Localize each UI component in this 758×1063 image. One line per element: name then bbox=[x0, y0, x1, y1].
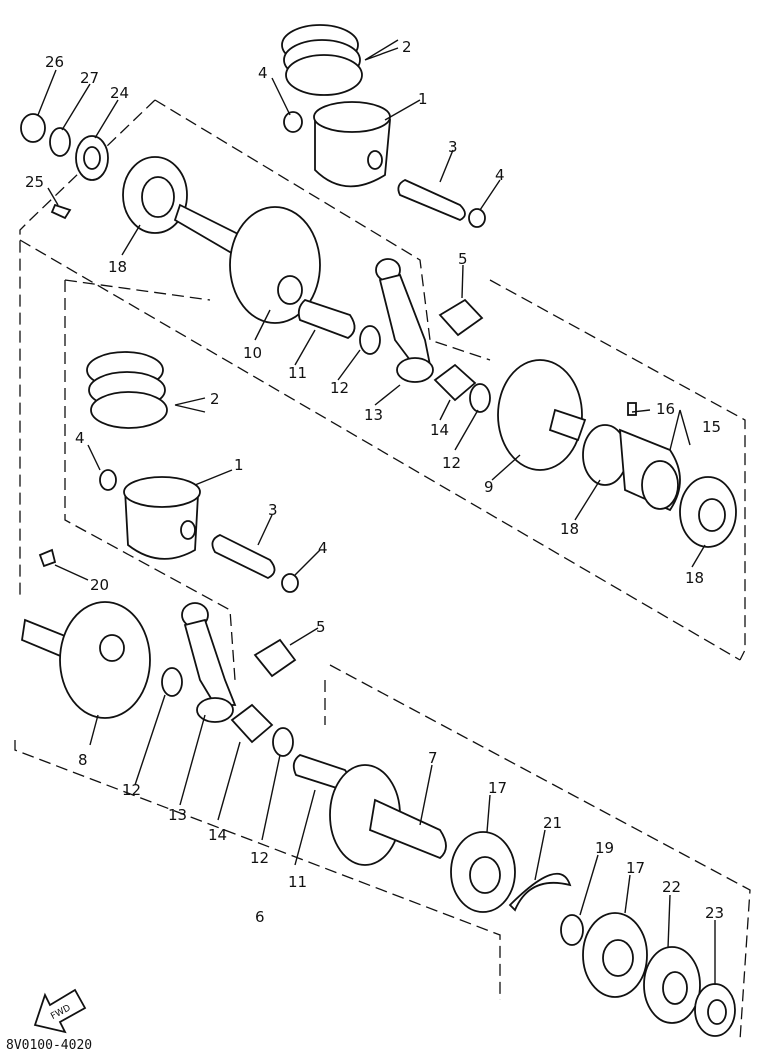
callout-27: 27 bbox=[80, 69, 99, 87]
outline-upper-right bbox=[489, 279, 746, 661]
outline-lower bbox=[14, 664, 751, 1041]
washer-12-d bbox=[272, 727, 294, 757]
callout-13-a: 13 bbox=[364, 406, 383, 424]
crank-web-7 bbox=[329, 764, 447, 866]
woodruff-key-20 bbox=[38, 548, 57, 568]
callout-20: 20 bbox=[90, 576, 109, 594]
callout-21: 21 bbox=[543, 814, 562, 832]
callout-3-b: 3 bbox=[268, 501, 278, 519]
clip-lower-right bbox=[281, 573, 299, 593]
bearing-17-b bbox=[582, 912, 648, 998]
oil-seal-22 bbox=[643, 946, 701, 1024]
washer-12-a bbox=[359, 325, 381, 355]
callout-1-a: 1 bbox=[418, 90, 428, 108]
callout-5-b: 5 bbox=[316, 618, 326, 636]
washer-19 bbox=[560, 914, 584, 946]
circlip-21 bbox=[508, 872, 572, 912]
callout-16: 16 bbox=[656, 400, 675, 418]
crank-web-9 bbox=[497, 359, 587, 471]
callout-2-a: 2 bbox=[402, 38, 412, 56]
callout-11-b: 11 bbox=[288, 873, 307, 891]
needle-bearing-5-lower bbox=[253, 638, 297, 678]
piston-pin-upper bbox=[397, 179, 466, 221]
needle-bearing-14-upper bbox=[433, 363, 477, 402]
callout-12-d: 12 bbox=[250, 849, 269, 867]
piston-rings-lower bbox=[86, 351, 168, 429]
callout-15: 15 bbox=[702, 418, 721, 436]
left-end-parts bbox=[20, 113, 109, 220]
callout-9: 9 bbox=[484, 478, 494, 496]
callout-13-b: 13 bbox=[168, 806, 187, 824]
callout-4-c: 4 bbox=[75, 429, 85, 447]
clip-upper-right bbox=[468, 208, 486, 228]
callout-4-d: 4 bbox=[318, 539, 328, 557]
clip-lower-left bbox=[99, 469, 117, 491]
callout-12-c: 12 bbox=[122, 781, 141, 799]
diagram-code: 8V0100-4020 bbox=[6, 1038, 93, 1053]
piston-upper bbox=[313, 101, 391, 188]
crank-web-8 bbox=[21, 601, 151, 719]
callout-3-a: 3 bbox=[448, 138, 458, 156]
callout-26: 26 bbox=[45, 53, 64, 71]
washer-12-b bbox=[469, 383, 491, 413]
bearing-18-right bbox=[679, 476, 737, 548]
bearing-17-a bbox=[450, 831, 516, 913]
callout-labels: 26 27 24 25 18 2 4 1 3 4 5 10 11 12 13 1… bbox=[25, 38, 724, 926]
callout-6: 6 bbox=[255, 908, 265, 926]
outline-upper-crank bbox=[19, 99, 491, 600]
callout-1-b: 1 bbox=[234, 456, 244, 474]
callout-8: 8 bbox=[78, 751, 88, 769]
needle-bearing-14-lower bbox=[230, 703, 274, 744]
callout-24: 24 bbox=[110, 84, 129, 102]
callout-18-c: 18 bbox=[685, 569, 704, 587]
callout-14-a: 14 bbox=[430, 421, 449, 439]
bearing-18-upper bbox=[122, 156, 188, 234]
callout-10: 10 bbox=[243, 344, 262, 362]
assembly-outlines bbox=[14, 99, 751, 1041]
callout-11-a: 11 bbox=[288, 364, 307, 382]
conrod-13-lower bbox=[181, 602, 237, 723]
fwd-arrow-icon: FWD bbox=[33, 988, 87, 1034]
callout-12-b: 12 bbox=[442, 454, 461, 472]
callout-19: 19 bbox=[595, 839, 614, 857]
callout-2-b: 2 bbox=[210, 390, 220, 408]
callout-12-a: 12 bbox=[330, 379, 349, 397]
callout-23: 23 bbox=[705, 904, 724, 922]
callout-4-b: 4 bbox=[495, 166, 505, 184]
piston-rings-upper bbox=[281, 24, 363, 96]
labyrinth-seal-15 bbox=[582, 402, 681, 512]
gear-23 bbox=[694, 983, 736, 1037]
callout-7: 7 bbox=[428, 749, 438, 767]
callout-25: 25 bbox=[25, 173, 44, 191]
callout-17-a: 17 bbox=[488, 779, 507, 797]
washer-12-c bbox=[161, 667, 183, 697]
clip-upper-left bbox=[283, 111, 303, 133]
piston-lower bbox=[123, 476, 201, 560]
needle-bearing-5-upper bbox=[438, 298, 484, 337]
piston-pin-lower bbox=[211, 534, 276, 580]
crank-pin-11-upper bbox=[297, 298, 356, 340]
crank-web-10 bbox=[173, 203, 321, 324]
callout-17-b: 17 bbox=[626, 859, 645, 877]
leader-lines bbox=[37, 39, 716, 985]
outline-middle bbox=[19, 239, 741, 681]
callout-18-b: 18 bbox=[560, 520, 579, 538]
conrod-13-upper bbox=[375, 258, 434, 383]
callout-4-a: 4 bbox=[258, 64, 268, 82]
callout-14-b: 14 bbox=[208, 826, 227, 844]
callout-5-a: 5 bbox=[458, 250, 468, 268]
callout-22: 22 bbox=[662, 878, 681, 896]
callout-18-a: 18 bbox=[108, 258, 127, 276]
